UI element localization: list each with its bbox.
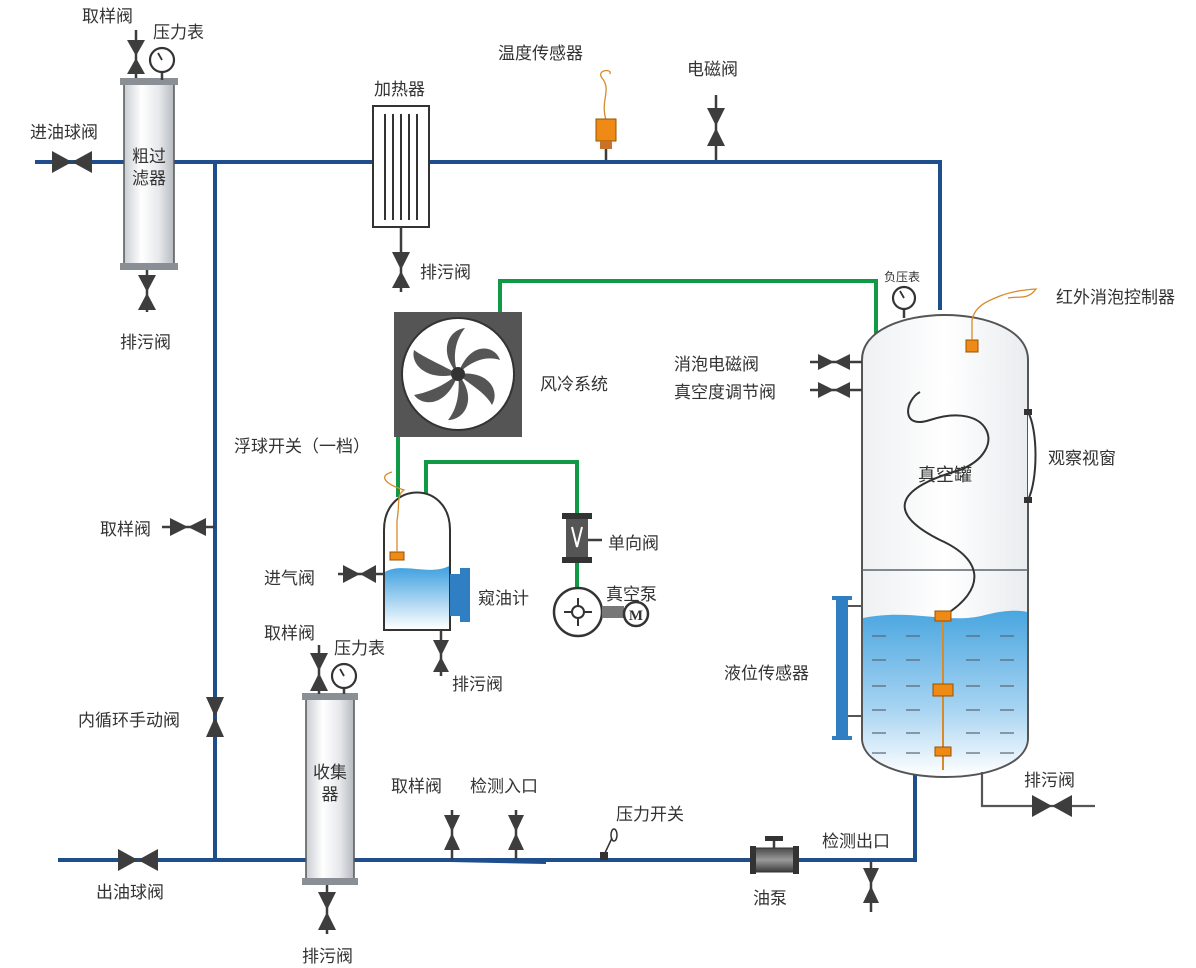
- collector-label-1: 收集: [313, 763, 347, 783]
- sampling-valve-top-label: 取样阀: [82, 7, 133, 27]
- ball-valve-icon: [343, 565, 360, 583]
- float-switch-vessel: [383, 471, 470, 631]
- drain-valve-tank[interactable]: [980, 772, 1095, 817]
- ball-valve-icon: [863, 868, 879, 885]
- sampling-valve-mid-label: 取样阀: [100, 520, 151, 540]
- solenoid-valve[interactable]: [707, 95, 725, 160]
- ball-valve-icon: [707, 108, 725, 126]
- sensor-icon: [595, 118, 617, 142]
- vacuum-adjust-valve-label: 真空度调节阀: [674, 383, 776, 403]
- oil-pump[interactable]: [750, 836, 799, 874]
- oil-pump-label: 油泵: [753, 889, 787, 909]
- collector-label-2: 器: [322, 785, 339, 805]
- pressure-switch: [600, 828, 618, 860]
- negative-pressure-gauge: [891, 285, 917, 318]
- defoam-solenoid-valve[interactable]: [810, 354, 862, 370]
- test-inlet-valve[interactable]: [508, 810, 524, 860]
- oil-outlet-ball-valve-label: 出油球阀: [96, 883, 164, 903]
- ball-valve-icon: [318, 892, 336, 910]
- air-inlet-valve[interactable]: [338, 565, 384, 583]
- temperature-sensor: [595, 69, 617, 160]
- drain-valve-float[interactable]: [433, 630, 449, 676]
- ball-valve-icon: [206, 697, 224, 717]
- drain-valve-filter[interactable]: [138, 270, 156, 312]
- sampling-valve-collector-label: 取样阀: [264, 624, 315, 644]
- oil-outlet-ball-valve[interactable]: [118, 849, 158, 871]
- sensor-icon: [934, 610, 952, 622]
- test-inlet-label: 检测入口: [470, 777, 538, 797]
- sampling-valve-bottom[interactable]: [444, 810, 460, 860]
- air-cooling-system: [394, 312, 522, 437]
- ball-valve-icon: [52, 151, 72, 173]
- solenoid-valve-label: 电磁阀: [687, 60, 738, 80]
- ball-valve-icon: [392, 252, 410, 270]
- coarse-filter-label-1: 粗过: [132, 147, 166, 167]
- vacuum-adjust-valve[interactable]: [810, 382, 862, 398]
- ball-valve-icon: [818, 382, 834, 398]
- ball-valve-icon: [310, 653, 328, 671]
- collector: 收集 器: [302, 693, 358, 885]
- ball-valve-icon: [127, 40, 145, 56]
- sampling-valve-mid[interactable]: [162, 518, 215, 536]
- motor-icon: [622, 600, 650, 628]
- ball-valve-icon: [1032, 795, 1052, 817]
- heater-label: 加热器: [374, 80, 425, 100]
- sensor-icon: [389, 551, 405, 561]
- temperature-sensor-label: 温度传感器: [498, 44, 583, 64]
- motor-letter: M: [629, 608, 643, 624]
- fan-icon: [413, 328, 500, 420]
- vacuum-tank: [832, 288, 1038, 778]
- ball-valve-icon: [508, 815, 524, 832]
- air-cooling-system-label: 风冷系统: [540, 375, 608, 395]
- sampling-valve-filter[interactable]: [127, 30, 145, 78]
- test-outlet-label: 检测出口: [822, 832, 890, 852]
- sampling-valve-bottom-label: 取样阀: [391, 777, 442, 797]
- drain-valve-filter-label: 排污阀: [120, 333, 171, 353]
- drain-valve-heater[interactable]: [392, 227, 410, 292]
- ball-valve-icon: [138, 275, 156, 292]
- vacuum-tank-label: 真空罐: [918, 465, 972, 486]
- coarse-filter: 粗过 滤器: [120, 78, 178, 270]
- ball-valve-icon: [818, 354, 834, 370]
- drain-valve-tank-label: 排污阀: [1024, 771, 1075, 791]
- defoam-solenoid-valve-label: 消泡电磁阀: [674, 355, 759, 375]
- internal-circulation-valve[interactable]: [206, 697, 224, 737]
- drain-valve-heater-label: 排污阀: [420, 263, 471, 283]
- drain-valve-collector[interactable]: [318, 885, 336, 934]
- negative-pressure-gauge-label: 负压表: [884, 270, 920, 284]
- infrared-defoam-controller-label: 红外消泡控制器: [1056, 288, 1175, 308]
- check-valve[interactable]: [562, 513, 602, 563]
- ball-valve-icon: [433, 640, 449, 656]
- drain-valve-collector-label: 排污阀: [302, 947, 353, 967]
- pressure-gauge-top-label: 压力表: [153, 23, 204, 43]
- air-inlet-valve-label: 进气阀: [264, 569, 315, 589]
- sight-glass-label: 窥油计: [478, 589, 529, 609]
- oil-inlet-ball-valve[interactable]: [52, 151, 92, 173]
- ball-valve-icon: [118, 849, 138, 871]
- vacuum-pump: M: [552, 586, 650, 638]
- ball-valve-icon: [170, 518, 188, 536]
- check-valve-label: 单向阀: [608, 534, 659, 554]
- oil-inlet-ball-valve-label: 进油球阀: [30, 123, 98, 143]
- internal-circulation-valve-label: 内循环手动阀: [78, 711, 180, 731]
- pump-icon: [564, 598, 592, 626]
- observation-window-label: 观察视窗: [1048, 449, 1116, 469]
- pressure-gauge-filter: [148, 46, 176, 80]
- test-outlet-valve[interactable]: [863, 862, 879, 912]
- coarse-filter-label-2: 滤器: [132, 169, 166, 189]
- vacuum-pump-label: 真空泵: [606, 585, 657, 605]
- liquid-level-sensor-label: 液位传感器: [724, 664, 809, 684]
- pressure-switch-label: 压力开关: [616, 805, 684, 825]
- heater: [372, 105, 430, 228]
- sampling-valve-collector[interactable]: [310, 645, 328, 694]
- air-pipes: [396, 279, 878, 588]
- pressure-gauge-collector-label: 压力表: [334, 639, 385, 659]
- sensor-icon: [965, 339, 979, 353]
- drain-valve-float-label: 排污阀: [452, 675, 503, 695]
- float-switch-label: 浮球开关（一档）: [234, 437, 370, 457]
- ball-valve-icon: [444, 815, 460, 832]
- pressure-gauge-collector: [330, 662, 358, 694]
